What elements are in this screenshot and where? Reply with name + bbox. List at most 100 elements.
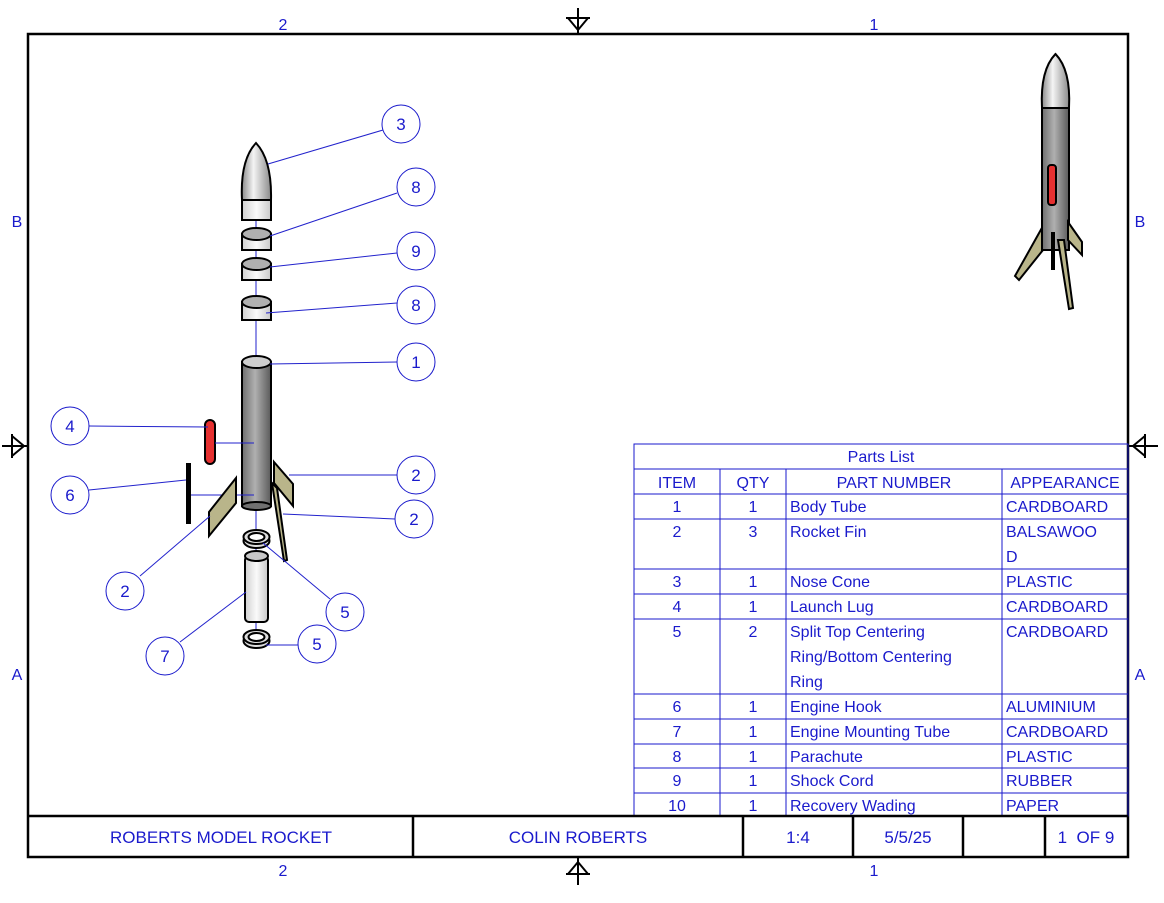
appearance: RUBBER [1006,773,1073,790]
quantity: 1 [749,798,758,815]
zone-bottom-2: 2 [279,863,288,880]
balloon: 3 [381,104,421,144]
centering-mark-left [2,434,28,458]
part-name: Rocket Fin [790,524,866,541]
appearance: CARDBOARD [1006,724,1108,741]
quantity: 1 [749,724,758,741]
title-block: ROBERTS MODEL ROCKET COLIN ROBERTS 1:4 5… [28,814,1128,857]
item-number: 3 [673,574,682,591]
item-number: 1 [673,499,682,516]
quantity: 1 [749,749,758,766]
svg-text:7: 7 [160,647,169,666]
item-number: 9 [673,773,682,790]
centering-ring-bottom [242,629,271,649]
balloon: 5 [325,592,365,632]
rocket-fin [208,475,237,539]
quantity: 1 [749,773,758,790]
item-number: 10 [668,798,686,815]
part-name: Split Top Centering [790,624,925,641]
part-name: Engine Hook [790,699,883,716]
drawing-author: COLIN ROBERTS [509,828,648,847]
centering-mark-top [566,8,590,34]
part-name: Launch Lug [790,599,874,616]
svg-text:5: 5 [312,635,321,654]
svg-text:4: 4 [65,417,74,436]
balloon: 1 [396,342,436,382]
column-header: PART NUMBER [837,475,952,492]
centering-ring-top [242,529,271,549]
exploded-rocket-view [186,141,294,649]
quantity: 3 [749,524,758,541]
sheet-number: 1 OF 9 [1058,828,1115,847]
leader-lines [88,129,398,646]
svg-text:9: 9 [411,242,420,261]
appearance: PLASTIC [1006,574,1073,591]
balloon: 7 [145,636,185,676]
quantity: 2 [749,624,758,641]
rocket-fin [270,480,289,563]
quantity: 1 [749,574,758,591]
zone-bottom-1: 1 [870,863,879,880]
shock-cord [241,257,272,281]
balloon: 2 [394,499,434,539]
zone-left-b: B [12,214,23,231]
balloon: 2 [396,455,436,495]
drawing-date: 5/5/25 [884,828,931,847]
launch-lug [204,419,216,465]
part-name: Parachute [790,749,863,766]
balloon: 2 [105,571,145,611]
svg-text:8: 8 [411,296,420,315]
parachute-bottom [241,295,272,321]
balloon: 9 [396,231,436,271]
engine-mounting-tube [244,550,269,623]
balloon: 5 [297,624,337,664]
column-header: QTY [737,475,770,492]
balloon: 8 [396,285,436,325]
assembled-rocket-view [1013,52,1083,311]
item-number: 6 [673,699,682,716]
zone-top-2: 2 [279,17,288,34]
nose-cone [240,141,273,221]
quantity: 1 [749,699,758,716]
part-name: Ring/Bottom Centering [790,649,952,666]
item-number: 4 [673,599,682,616]
appearance: CARDBOARD [1006,499,1108,516]
zone-top-1: 1 [870,17,879,34]
part-name: Shock Cord [790,773,874,790]
appearance: ALUMINIUM [1006,699,1096,716]
part-name: Engine Mounting Tube [790,724,950,741]
column-header: APPEARANCE [1010,475,1119,492]
column-header: ITEM [658,475,696,492]
svg-text:5: 5 [340,603,349,622]
parts-list-title: Parts List [848,449,915,466]
svg-text:8: 8 [411,178,420,197]
item-number: 5 [673,624,682,641]
drawing-border [26,32,1130,859]
appearance: CARDBOARD [1006,599,1108,616]
quantity: 1 [749,599,758,616]
balloon: 6 [50,475,90,515]
svg-text:3: 3 [396,115,405,134]
drawing-title: ROBERTS MODEL ROCKET [110,828,332,847]
zone-right-a: A [1135,667,1146,684]
svg-text:1: 1 [411,353,420,372]
balloon: 4 [50,406,90,446]
parachute-top [241,227,272,251]
svg-text:2: 2 [411,466,420,485]
zone-left-a: A [12,667,23,684]
rocket-fin [273,459,294,509]
svg-text:6: 6 [65,486,74,505]
appearance: BALSAWOO [1006,524,1097,541]
item-number: 2 [673,524,682,541]
appearance: CARDBOARD [1006,624,1108,641]
item-number: 7 [673,724,682,741]
svg-text:2: 2 [120,582,129,601]
centering-mark-right [1128,434,1158,458]
part-name: Nose Cone [790,574,870,591]
svg-text:2: 2 [409,510,418,529]
zone-right-b: B [1135,214,1146,231]
part-name: Body Tube [790,499,867,516]
appearance: D [1006,549,1018,566]
